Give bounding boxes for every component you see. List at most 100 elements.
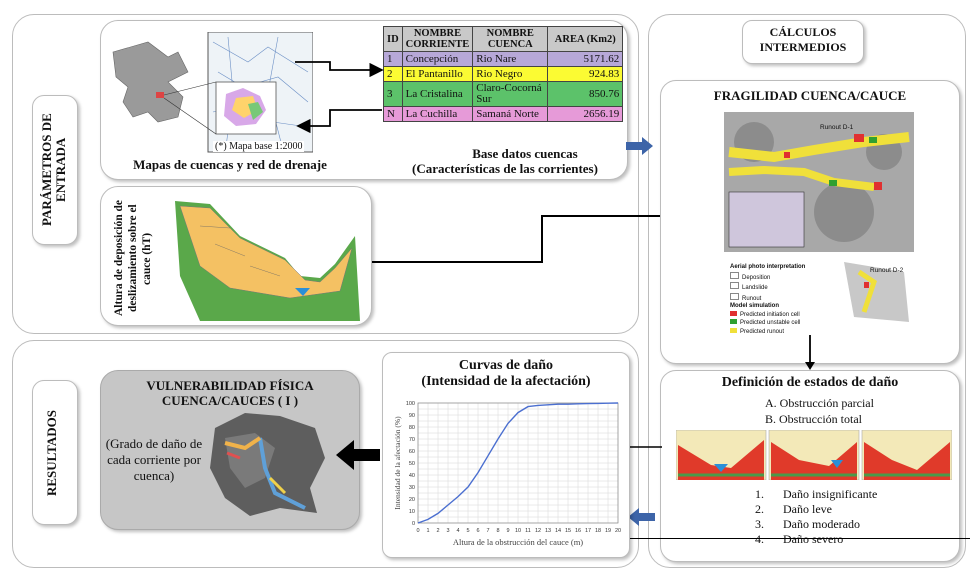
x-tick-label: 11 (525, 528, 531, 534)
damage-curve-line (417, 402, 619, 524)
cell-area: 850.76 (547, 81, 624, 107)
estados-option-a: A. Obstrucción parcial (765, 396, 874, 410)
vulnerabilidad-title-1: VULNERABILIDAD FÍSICA (146, 378, 314, 393)
intermedios-title-1: CÁLCULOS (769, 25, 837, 39)
resultados-label-box: RESULTADOS (32, 380, 78, 525)
y-tick-label: 100 (406, 401, 415, 407)
curvas-title-2: (Intensidad de la afectación) (421, 374, 591, 389)
legend-item: Predicted runout (730, 327, 805, 337)
damage-levels-list: 1.Daño insignificante 2.Daño leve 3.Daño… (755, 487, 877, 547)
fragilidad-map-image (724, 112, 914, 340)
x-tick-label: 19 (605, 528, 611, 534)
y-tick-label: 70 (409, 437, 415, 443)
vulnerability-map-image (205, 408, 330, 525)
x-tick-label: 17 (585, 528, 591, 534)
table-row: 2 El Pantanillo Rio Negro 924.83 (383, 66, 624, 82)
x-axis-label: Altura de la obstrucción del cauce (m) (453, 537, 583, 547)
legend-item: Predicted unstable cell (730, 319, 805, 328)
big-black-arrow (336, 440, 380, 470)
x-tick-label: 2 (436, 528, 439, 534)
y-tick-label: 90 (409, 413, 415, 419)
cell-cuenca: Rio Negro (472, 66, 549, 82)
y-tick-label: 50 (409, 461, 415, 467)
curvas-title-1: Curvas de daño (458, 358, 554, 373)
list-item: 2.Daño leve (755, 502, 832, 516)
list-item: 1.Daño insignificante (755, 487, 878, 501)
y-tick-label: 20 (409, 497, 415, 503)
table-row: N La Cuchilla Samaná Norte 2656.19 (383, 106, 624, 122)
col-area: AREA (Km2) (547, 26, 624, 52)
deposition-profile-image (170, 196, 365, 326)
runout-label-2: Runout D-2 (870, 267, 904, 274)
legend-item: Predicted initiation cell (730, 310, 805, 320)
y-tick-label: 30 (409, 485, 415, 491)
y-tick-label: 0 (412, 521, 415, 527)
cell-area: 5171.62 (547, 51, 624, 67)
legend-item: Runout (730, 292, 805, 304)
list-item: 4.Daño severo (755, 532, 844, 546)
vulnerabilidad-title-2: CUENCA/CAUCES ( I ) (161, 393, 299, 408)
vulnerabilidad-desc: (Grado de daño de cada corriente por cue… (105, 436, 203, 483)
resultados-label: RESULTADOS (44, 409, 59, 496)
estados-option-b: B. Obstrucción total (765, 412, 862, 426)
legend-item: Deposition (730, 271, 805, 283)
maps-caption: Mapas de cuencas y red de drenaje (133, 157, 327, 172)
curvas-panel (382, 352, 630, 558)
y-tick-label: 40 (409, 473, 415, 479)
x-tick-label: 3 (446, 528, 449, 534)
legend-item: Landslide (730, 282, 805, 293)
x-tick-label: 20 (615, 528, 621, 534)
intermedios-title-box (742, 20, 864, 64)
x-tick-label: 7 (486, 528, 489, 534)
cell-area: 924.83 (547, 66, 624, 82)
x-tick-label: 12 (535, 528, 541, 534)
x-tick-label: 1 (426, 528, 429, 534)
x-tick-label: 9 (506, 528, 509, 534)
legend-title: Aerial photo interpretation (730, 264, 806, 270)
watershed-map-image (108, 32, 313, 154)
channel-profiles-image (675, 429, 953, 485)
list-item: 3.Daño moderado (755, 517, 860, 531)
cell-area: 2656.19 (547, 106, 624, 122)
map-base-note: (*) Mapa base 1:2000 (213, 141, 305, 152)
x-tick-label: 10 (515, 528, 521, 534)
fragilidad-legend: Aerial photo interpretation Deposition L… (730, 264, 805, 336)
col-cuenca: NOMBRE CUENCA (472, 26, 549, 52)
col-id: ID (383, 26, 403, 52)
x-tick-label: 8 (496, 528, 499, 534)
y-tick-label: 10 (409, 509, 415, 515)
database-caption-1: Base datos cuencas (472, 146, 578, 161)
map-table-arrows (295, 61, 384, 134)
deposition-label: Altura de deposición de deslizamiento so… (113, 200, 153, 317)
blue-arrow-right (626, 137, 653, 155)
x-tick-label: 13 (545, 528, 551, 534)
parametros-label: PARÁMETROS DE ENTRADA (39, 113, 68, 227)
model-title: Model simulation (730, 303, 780, 309)
fragilidad-title: FRAGILIDAD CUENCA/CAUCE (713, 88, 907, 103)
y-axis-label: Intensidad de la afectación (%) (393, 416, 402, 510)
cell-corriente: Concepción (401, 51, 474, 67)
x-tick-label: 6 (476, 528, 479, 534)
x-tick-label: 15 (565, 528, 571, 534)
cell-corriente: La Cristalina (401, 81, 474, 107)
intermedios-title-2: INTERMEDIOS (759, 40, 847, 54)
bottom-line (630, 538, 970, 539)
x-tick-label: 4 (456, 528, 459, 534)
x-tick-label: 5 (466, 528, 469, 534)
cell-corriente: La Cuchilla (401, 106, 474, 122)
y-tick-label: 80 (409, 425, 415, 431)
runout-label-1: Runout D-1 (820, 124, 854, 131)
cell-cuenca: Samaná Norte (472, 106, 549, 122)
database-table: ID NOMBRE CORRIENTE NOMBRE CUENCA AREA (… (383, 26, 624, 122)
database-caption-2: (Características de las corrientes) (412, 161, 598, 176)
x-tick-label: 0 (416, 528, 419, 534)
col-corriente: NOMBRE CORRIENTE (401, 26, 474, 52)
table-row: 3 La Cristalina Claro-Cocorná Sur 850.76 (383, 81, 624, 107)
cell-corriente: El Pantanillo (401, 66, 474, 82)
down-arrow (805, 335, 815, 370)
parametros-label-box: PARÁMETROS DE ENTRADA (32, 95, 78, 245)
x-tick-label: 14 (555, 528, 561, 534)
cell-cuenca: Rio Nare (472, 51, 549, 67)
y-tick-label: 60 (409, 449, 415, 455)
